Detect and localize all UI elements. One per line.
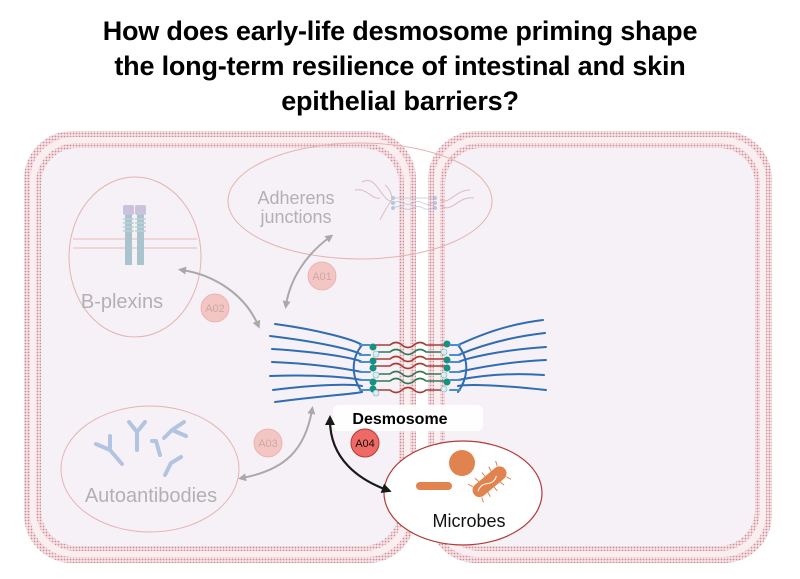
title-line-2: the long-term resilience of intestinal a…	[114, 51, 686, 81]
antibody-icons	[94, 420, 188, 477]
microbes-label: Microbes	[432, 511, 505, 531]
adherens-label-line-2: junctions	[259, 207, 331, 227]
title-line-3: epithelial barriers?	[281, 86, 519, 116]
badge-a01-label: A01	[312, 271, 332, 283]
microbes-node: Microbes	[383, 440, 543, 546]
desmosome-label: Desmosome	[352, 411, 447, 428]
desmosomal-cadherins	[374, 341, 446, 394]
arrow-a02	[178, 266, 261, 329]
right-intermediate-filaments	[457, 319, 547, 393]
b-plexins-label: B-plexins	[81, 291, 163, 313]
desmosomal-plaque-proteins	[359, 340, 461, 397]
adherens-junction-icon	[354, 180, 475, 221]
desmosome-structure	[269, 319, 547, 403]
desmosome-label-box: Desmosome	[333, 405, 483, 431]
badge-a02-label: A02	[205, 303, 225, 315]
arrows	[178, 234, 392, 493]
right-cell	[428, 131, 772, 563]
badge-a04: A04	[350, 428, 380, 458]
arrow-a04	[325, 415, 392, 493]
figure-title: How does early-life desmosome priming sh…	[0, 14, 800, 119]
plexin-receptor-icon	[123, 205, 146, 265]
left-intermediate-filaments	[269, 323, 363, 403]
arrow-a01	[282, 234, 334, 309]
adherens-label-line-1: Adherens	[257, 188, 334, 208]
arrow-a03	[238, 406, 316, 482]
badge-a03: A03	[253, 428, 283, 458]
microbe-icons	[416, 450, 512, 503]
autoantibodies-label: Autoantibodies	[85, 485, 217, 507]
badge-a04-label: A04	[355, 438, 375, 450]
autoantibodies-node: Autoantibodies	[60, 405, 240, 533]
badge-a01: A01	[307, 261, 337, 291]
badge-a02: A02	[200, 293, 230, 323]
adherens-junctions-node: Adherens junctions	[227, 142, 493, 260]
badge-a03-label: A03	[258, 438, 278, 450]
b-plexins-node: B-plexins	[68, 176, 202, 338]
left-cell	[24, 131, 416, 563]
title-line-1: How does early-life desmosome priming sh…	[102, 16, 698, 46]
